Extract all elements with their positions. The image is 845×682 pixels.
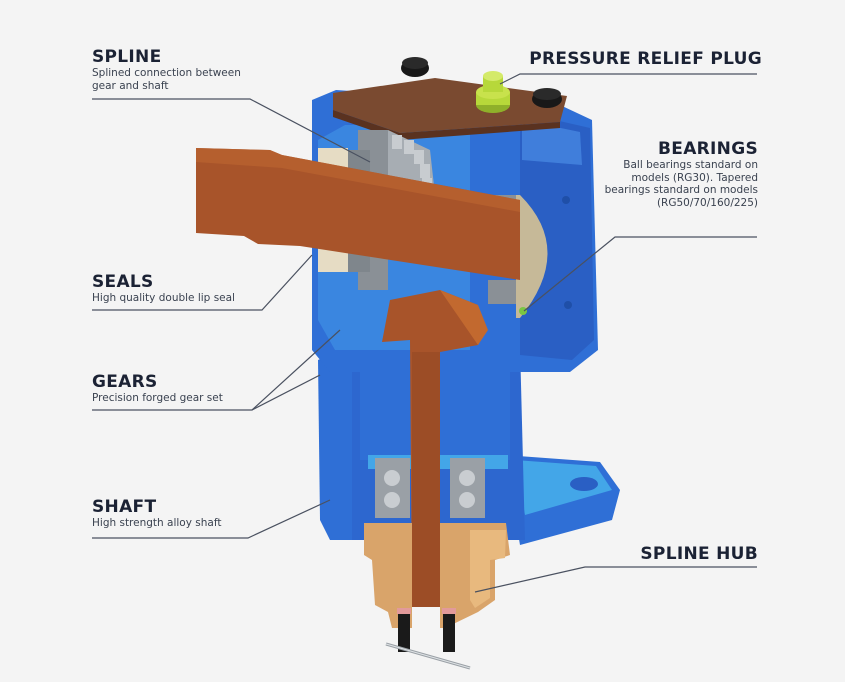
callout-description: Splined connection between gear and shaf…	[92, 67, 241, 92]
output-shaft	[382, 290, 488, 607]
callout-description: Precision forged gear set	[92, 392, 223, 404]
bearings-leader	[523, 236, 757, 312]
seals-leader	[92, 254, 313, 311]
callout-title: SHAFT	[92, 497, 157, 517]
pressure-relief-plug	[476, 71, 510, 113]
callout-description: Ball bearings standard on models (RG30).…	[604, 159, 758, 209]
plug-leader	[499, 73, 757, 85]
callout-title: GEARS	[92, 372, 158, 392]
callout-spline: SPLINE Splined connection between gear a…	[92, 48, 312, 92]
callout-gears: GEARS Precision forged gear set	[92, 373, 292, 405]
spline-leader	[92, 98, 371, 163]
callout-shaft: SHAFT High strength alloy shaft	[92, 498, 292, 530]
callout-spline-hub: SPLINE HUB	[600, 545, 758, 564]
callout-title: SPLINE HUB	[640, 544, 758, 564]
shaft-leader	[92, 499, 331, 539]
spline-hub-leader	[474, 566, 757, 593]
callout-description: High strength alloy shaft	[92, 517, 222, 529]
input-shaft	[196, 148, 520, 280]
callout-bearings: BEARINGS Ball bearings standard on model…	[600, 140, 758, 209]
leader-lines	[92, 73, 757, 593]
callout-title: SPLINE	[92, 47, 162, 67]
callout-description: High quality double lip seal	[92, 292, 235, 304]
callout-seals: SEALS High quality double lip seal	[92, 273, 292, 305]
gears-leader-2	[251, 374, 321, 411]
callout-pressure-relief-plug: PRESSURE RELIEF PLUG	[512, 50, 762, 69]
callout-title: SEALS	[92, 272, 154, 292]
callout-title: PRESSURE RELIEF PLUG	[529, 49, 762, 69]
spline-hub	[364, 523, 510, 670]
callout-title: BEARINGS	[658, 139, 758, 159]
mounting-foot	[505, 455, 620, 545]
housing-lid	[333, 57, 567, 140]
